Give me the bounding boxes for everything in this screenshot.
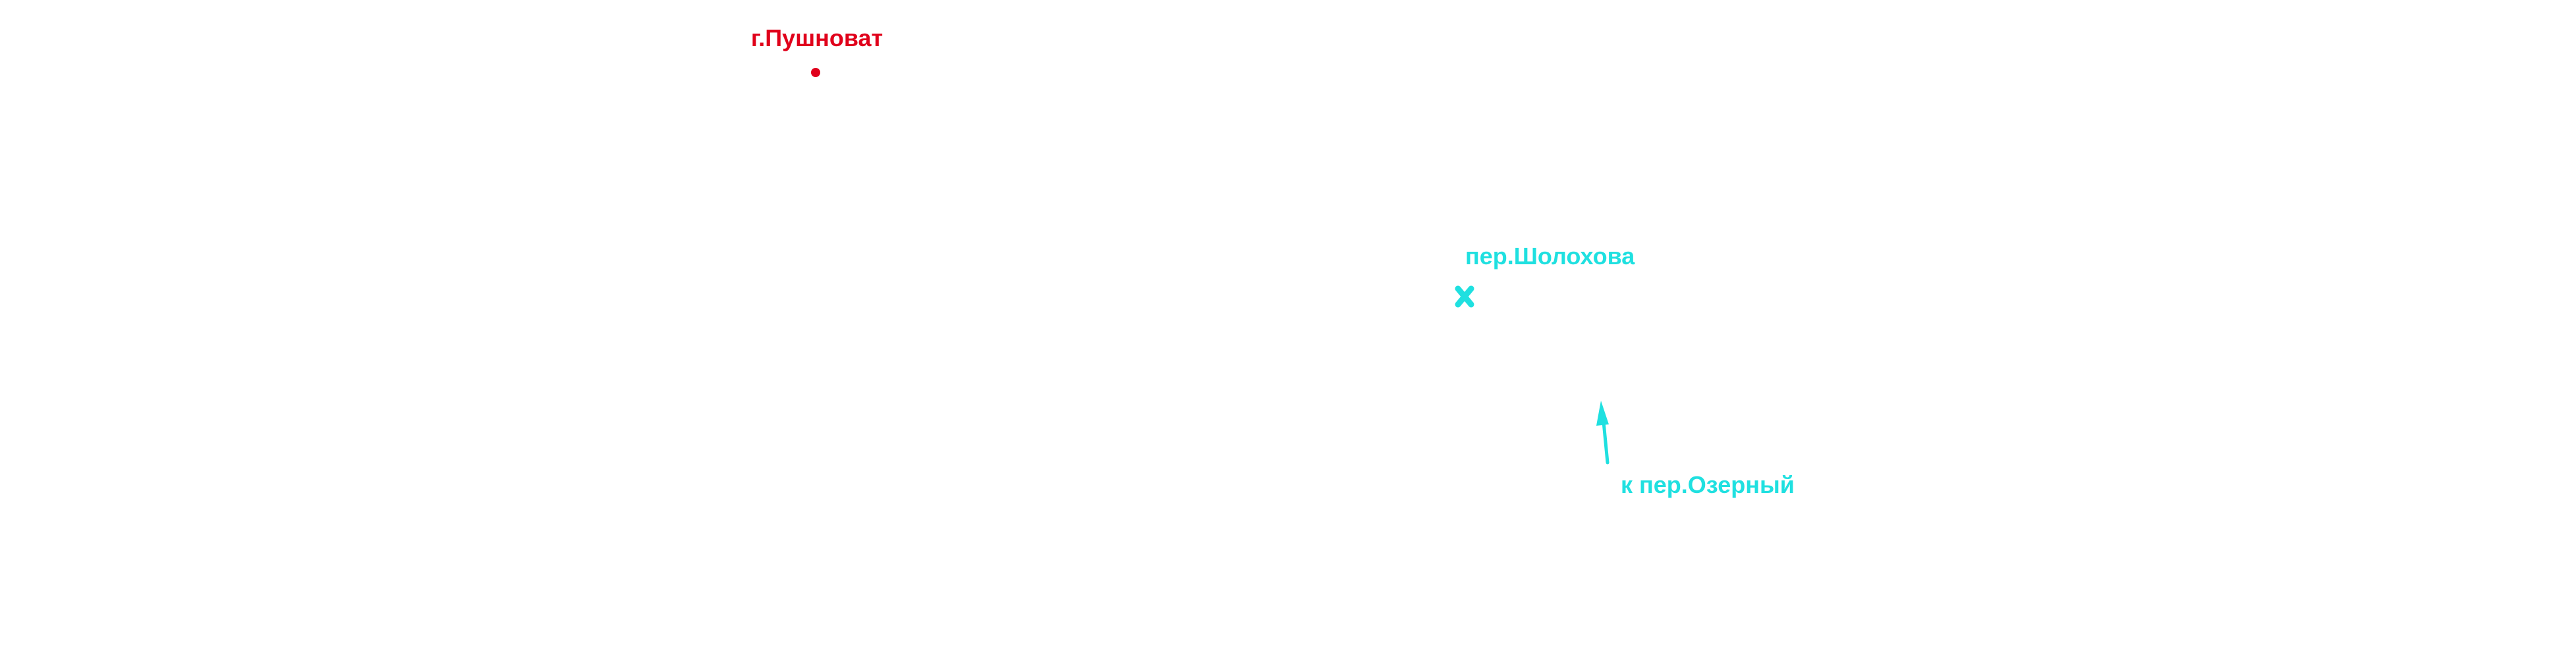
mountain-label: г.Пушноват <box>751 24 883 51</box>
arrow-up-icon <box>1596 401 1610 465</box>
direction-group: к пер.Озерный <box>1596 401 1795 498</box>
direction-label: к пер.Озерный <box>1621 471 1795 498</box>
street-point-group: пер.Шолохова <box>1455 243 1635 308</box>
mountain-dot-icon <box>811 68 820 77</box>
street-label: пер.Шолохова <box>1465 243 1635 270</box>
cross-icon <box>1455 285 1474 308</box>
mountain-marker-group: г.Пушноват <box>751 24 883 77</box>
